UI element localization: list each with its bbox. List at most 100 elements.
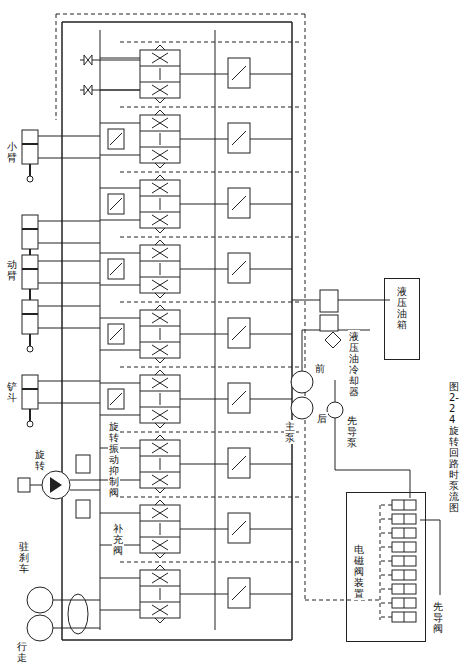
hydraulic-line (152, 150, 168, 160)
hydraulic-line (152, 443, 168, 453)
hydraulic-line (38, 306, 100, 307)
hydraulic-line (22, 388, 38, 390)
hydraulic-line (152, 475, 168, 485)
hydraulic-line (152, 313, 168, 323)
hydraulic-line (152, 605, 168, 615)
pilot-line (120, 367, 300, 368)
hydraulic-line (160, 293, 165, 298)
stop-valve (84, 85, 92, 95)
hydraulic-cylinder (22, 215, 38, 249)
hydraulic-line (70, 480, 100, 481)
hydraulic-line (152, 378, 168, 388)
hydraulic-line (110, 198, 122, 210)
brake (18, 478, 30, 492)
pilot-line (380, 533, 392, 534)
pilot-pump (327, 402, 343, 418)
solenoid-valve (392, 528, 416, 538)
hydraulic-line (180, 74, 228, 75)
hydraulic-line (152, 85, 168, 95)
pilot-line (380, 617, 392, 618)
hydraulic-line (160, 45, 165, 50)
hydraulic-line (160, 163, 165, 168)
hydraulic-line (291, 22, 293, 640)
pilot-line (120, 302, 300, 303)
hydraulic-line (155, 565, 160, 570)
hydraulic-line (100, 383, 140, 384)
hydraulic-line (100, 578, 140, 579)
hydraulic-line (160, 553, 165, 558)
hydraulic-line (61, 22, 63, 640)
hydraulic-line (215, 30, 216, 630)
pilot-line (305, 600, 380, 601)
hydraulic-line (155, 305, 160, 310)
hydraulic-line (160, 618, 165, 623)
hydraulic-line (155, 110, 160, 115)
hydraulic-line (152, 85, 168, 95)
hydraulic-line (152, 215, 168, 225)
hydraulic-line (38, 403, 100, 404)
hydraulic-line (152, 540, 168, 550)
hydraulic-line (100, 155, 140, 156)
hydraulic-line (152, 183, 168, 193)
hydraulic-line (110, 133, 122, 145)
hydraulic-line (155, 293, 160, 298)
hydraulic-line (250, 139, 292, 140)
anti-vibration-valve (76, 500, 90, 518)
component-label: 先导泵 (346, 414, 358, 449)
hydraulic-line (152, 508, 168, 518)
check-valve (228, 448, 250, 478)
hydraulic-line (292, 300, 320, 301)
hydraulic-line (140, 602, 180, 603)
hydraulic-line (160, 358, 165, 363)
hydraulic-line (152, 508, 168, 518)
hydraulic-line (100, 220, 140, 221)
hydraulic-line (250, 269, 292, 270)
hydraulic-line (180, 464, 228, 465)
hydraulic-line (152, 410, 168, 420)
pilot-line (380, 505, 392, 506)
hydraulic-line (140, 277, 180, 278)
oil-tank: 液压油箱 (384, 278, 420, 360)
hydraulic-line (291, 382, 292, 383)
hydraulic-line (140, 521, 180, 522)
hydraulic-line (29, 164, 31, 176)
motor-arrow (50, 477, 62, 493)
solenoid-valve (392, 500, 416, 510)
spool-valve (140, 245, 180, 293)
stop-valve (84, 55, 92, 65)
hydraulic-line (29, 409, 31, 421)
check-valve (228, 513, 250, 543)
hydraulic-line (140, 407, 180, 408)
hydraulic-line (140, 391, 180, 392)
hydraulic-line (152, 280, 168, 290)
hydraulic-line (152, 118, 168, 128)
hydraulic-line (70, 490, 100, 491)
hydraulic-line (152, 345, 168, 355)
hydraulic-line (38, 221, 100, 222)
hydraulic-line (53, 600, 100, 601)
hydraulic-line (404, 584, 405, 594)
hydraulic-line (160, 393, 161, 405)
rod-eye (27, 346, 33, 352)
hydraulic-line (232, 456, 246, 470)
hydraulic-line (160, 98, 165, 103)
hydraulic-line (250, 529, 292, 530)
hydraulic-line (152, 248, 168, 258)
hydraulic-line (180, 334, 228, 335)
hydraulic-line (160, 565, 165, 570)
component-label: 小臂 (6, 140, 18, 164)
pilot-line (120, 172, 300, 173)
swing-motor (42, 471, 70, 499)
hydraulic-line (38, 283, 100, 284)
pilot-line (380, 561, 392, 562)
hydraulic-line (232, 391, 246, 405)
hydraulic-line (110, 393, 122, 405)
hydraulic-line (140, 212, 180, 213)
hydraulic-line (232, 521, 246, 535)
hydraulic-cylinder (22, 255, 38, 289)
solenoid-valve (392, 570, 416, 580)
pilot-line (120, 562, 300, 563)
hydraulic-line (155, 423, 160, 428)
component-label: 铲斗 (6, 380, 18, 404)
